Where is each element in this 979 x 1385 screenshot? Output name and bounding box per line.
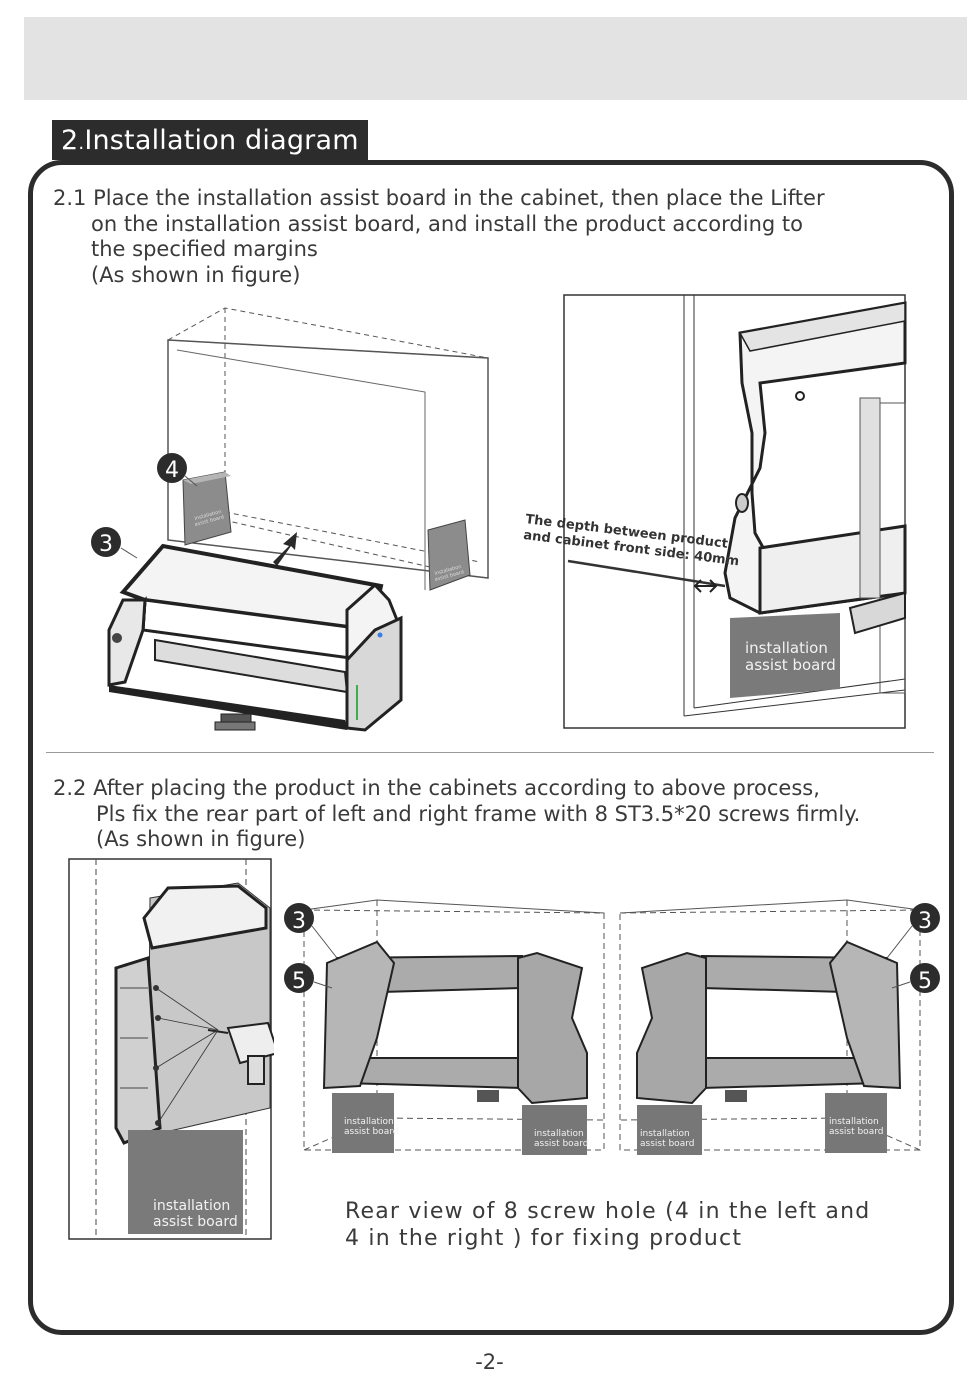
caption-line: 4 in the right ) for fixing product <box>345 1226 743 1251</box>
step-2-2-text: 2.2 After placing the product in the cab… <box>53 776 860 853</box>
callout-badge <box>91 527 121 557</box>
board-label-line: assist board <box>344 1127 398 1137</box>
cabinet-placement-figure: installation assist board installation a… <box>91 307 489 732</box>
callout-badge <box>284 963 314 993</box>
rear-view-right-figure: installation assist board installation a… <box>619 899 940 1155</box>
board-label-line: assist board <box>745 656 836 674</box>
callout-badge <box>284 903 314 933</box>
step-line: (As shown in figure) <box>96 827 306 851</box>
step-line: Pls fix the rear part of left and right … <box>96 801 861 826</box>
step-2-1-text: 2.1 Place the installation assist board … <box>53 186 825 288</box>
page-number: -2- <box>475 1350 504 1374</box>
step-line: Place the installation assist board in t… <box>93 186 825 210</box>
callout-number: 4 <box>165 458 179 483</box>
step-line: After placing the product in the cabinet… <box>93 776 820 800</box>
push-direction-arrow <box>273 532 297 566</box>
callout-badge <box>910 903 940 933</box>
caption-line: Rear view of 8 screw hole (4 in the left… <box>345 1199 871 1224</box>
assist-board-left <box>182 471 232 546</box>
callout-number: 3 <box>99 532 113 557</box>
screw-fixing-closeup-figure: installation assist board <box>68 858 274 1240</box>
assist-board <box>730 613 840 698</box>
callout-badge <box>910 963 940 993</box>
header-band <box>24 17 967 100</box>
depth-detail-figure: installation assist board The depth betw… <box>523 294 907 729</box>
board-label-line: assist board <box>153 1214 238 1230</box>
section-heading: 2.Installation diagram <box>52 120 368 160</box>
section-title: Installation diagram <box>84 125 359 156</box>
board-label-line: installation <box>534 1129 584 1139</box>
board-label-line: installation <box>344 1117 394 1127</box>
rear-view-caption: Rear view of 8 screw hole (4 in the left… <box>345 1198 870 1252</box>
step-line: (As shown in figure) <box>91 262 301 287</box>
board-label-line: assist board <box>534 1139 588 1149</box>
step-number: 2.2 <box>53 776 87 800</box>
callout-number: 5 <box>292 969 306 994</box>
board-label-line: installation <box>745 639 828 657</box>
board-label-line: assist board <box>829 1127 883 1137</box>
board-label-line: installation <box>153 1198 230 1214</box>
assist-board-right <box>427 519 471 591</box>
callout-number: 3 <box>918 909 932 934</box>
callout-number: 3 <box>292 909 306 934</box>
lifter-unit <box>107 543 403 732</box>
callout-number: 5 <box>918 969 932 994</box>
board-label-line: assist board <box>640 1139 694 1149</box>
board-label-line: installation <box>829 1117 879 1127</box>
section-divider <box>46 752 934 753</box>
section-number: 2 <box>61 125 79 156</box>
lifter-side-view <box>723 301 907 635</box>
step-number: 2.1 <box>53 186 87 210</box>
drill-icon <box>207 1021 274 1085</box>
callout-badge <box>157 453 187 483</box>
step-line: the specified margins <box>91 237 318 261</box>
board-label-line: installation <box>640 1129 690 1139</box>
step-line: on the installation assist board, and in… <box>91 211 803 236</box>
content-frame <box>28 160 954 1335</box>
rear-view-left-figure: installation assist board installation a… <box>284 899 605 1155</box>
